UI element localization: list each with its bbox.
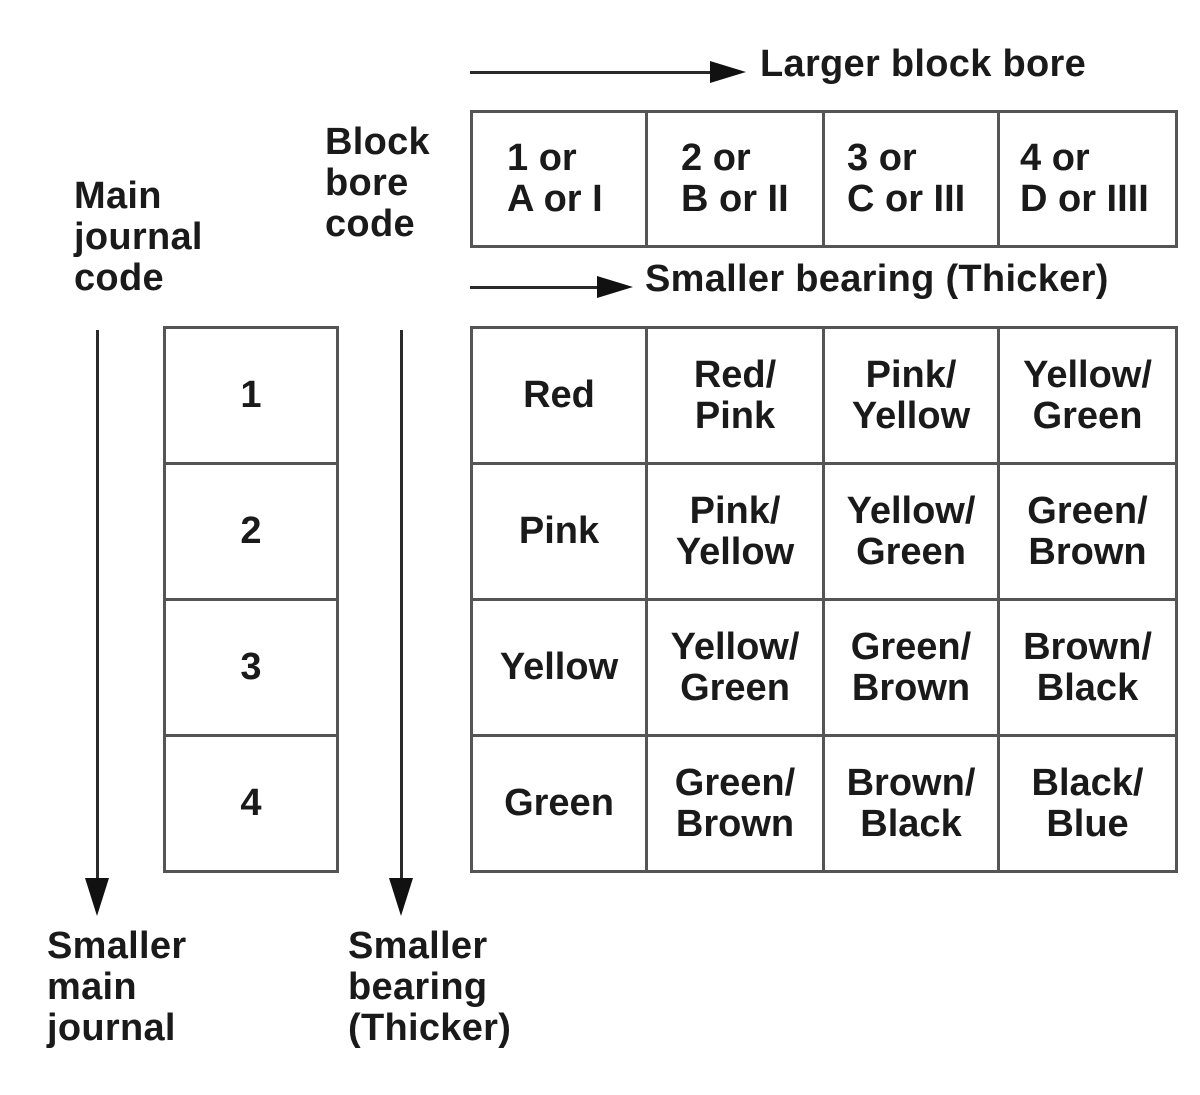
block-bore-code-cell: 2 or B or II [645,110,825,248]
bearing-row: Red Red/ Pink Pink/ Yellow Yellow/ Green [470,326,1178,465]
main-journal-code-table: 1 2 3 4 [163,326,339,873]
bearing-color-cell: Yellow/ Green [997,326,1178,465]
block-bore-code-cell: 4 or D or IIII [997,110,1178,248]
block-bore-code-label: Block bore code [325,121,430,245]
journal-code-row: 2 [163,462,339,601]
bearing-color-cell: Green/ Brown [645,734,825,873]
block-bore-code-row: 1 or A or I 2 or B or II 3 or C or III 4… [470,110,1178,248]
bearing-color-cell: Yellow/ Green [645,598,825,737]
mid-arrow-head-icon [597,276,633,298]
bottom-left-label: Smaller main journal [47,925,187,1049]
bearing-color-cell: Brown/ Black [997,598,1178,737]
bearing-arrow-line [400,330,403,880]
bearing-color-cell: Green [470,734,648,873]
bearing-color-cell: Pink [470,462,648,601]
top-arrow-line [470,71,712,74]
block-bore-code-table: 1 or A or I 2 or B or II 3 or C or III 4… [470,110,1178,248]
bearing-color-cell: Pink/ Yellow [645,462,825,601]
mid-arrow-label: Smaller bearing (Thicker) [645,258,1109,300]
block-bore-code-cell: 3 or C or III [822,110,1000,248]
bearing-row: Yellow Yellow/ Green Green/ Brown Brown/… [470,598,1178,737]
journal-code-cell: 3 [163,598,339,737]
bearing-color-cell: Yellow [470,598,648,737]
bearing-color-cell: Brown/ Black [822,734,1000,873]
bottom-mid-label: Smaller bearing (Thicker) [348,925,512,1049]
journal-code-cell: 1 [163,326,339,465]
bearing-row: Pink Pink/ Yellow Yellow/ Green Green/ B… [470,462,1178,601]
bearing-color-table: Red Red/ Pink Pink/ Yellow Yellow/ Green… [470,326,1178,873]
top-arrow-head-icon [710,61,746,83]
bearing-color-cell: Red [470,326,648,465]
journal-code-row: 4 [163,734,339,873]
journal-code-row: 3 [163,598,339,737]
journal-code-cell: 2 [163,462,339,601]
bearing-color-cell: Green/ Brown [997,462,1178,601]
bearing-color-cell: Red/ Pink [645,326,825,465]
main-journal-code-label: Main journal code [74,175,203,299]
bearing-color-cell: Green/ Brown [822,598,1000,737]
mid-arrow-line [470,286,600,289]
top-arrow-label: Larger block bore [760,43,1087,85]
bearing-arrow-head-icon [389,878,413,916]
journal-code-row: 1 [163,326,339,465]
bearing-color-cell: Black/ Blue [997,734,1178,873]
journal-arrow-line [96,330,99,880]
bearing-row: Green Green/ Brown Brown/ Black Black/ B… [470,734,1178,873]
block-bore-code-cell: 1 or A or I [470,110,648,248]
bearing-color-cell: Pink/ Yellow [822,326,1000,465]
journal-arrow-head-icon [85,878,109,916]
bearing-color-cell: Yellow/ Green [822,462,1000,601]
journal-code-cell: 4 [163,734,339,873]
